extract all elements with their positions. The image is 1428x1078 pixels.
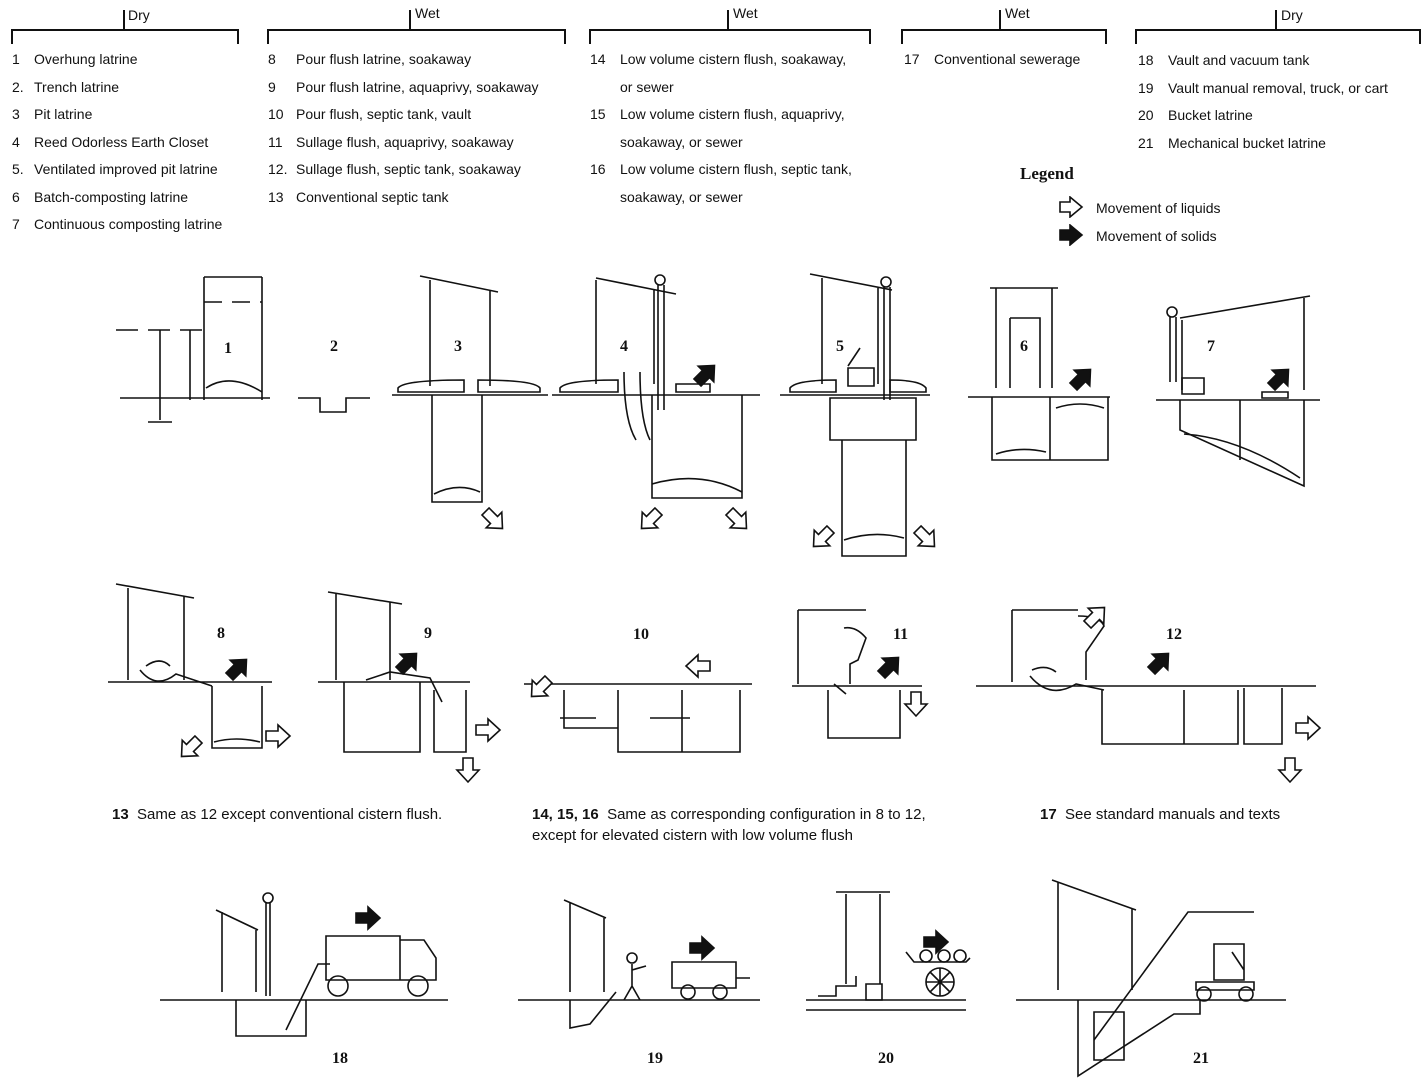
diagram-18-vacuum-tank	[160, 893, 448, 1036]
diagram-12-sullage-septic	[976, 610, 1316, 744]
diagram-2-trench-latrine	[298, 398, 370, 412]
diagram-21-mechanical-bucket	[1016, 880, 1286, 1076]
diagram-11-sullage-aquaprivy	[792, 610, 922, 738]
diagram-5-vip	[780, 274, 930, 556]
diagram-19-manual-removal	[518, 900, 760, 1028]
diagram-10-septic-vault	[524, 684, 752, 752]
diagram-4-roec	[552, 275, 760, 498]
diagram-3-pit-latrine	[392, 276, 548, 502]
diagram-7-continuous-composting	[1156, 296, 1320, 486]
diagram-9-pour-flush-aquaprivy	[318, 592, 470, 752]
diagram-20-bucket-latrine	[806, 892, 970, 1010]
diagram-1-overhung-latrine	[116, 277, 270, 422]
diagram-8-pour-flush	[108, 584, 272, 748]
